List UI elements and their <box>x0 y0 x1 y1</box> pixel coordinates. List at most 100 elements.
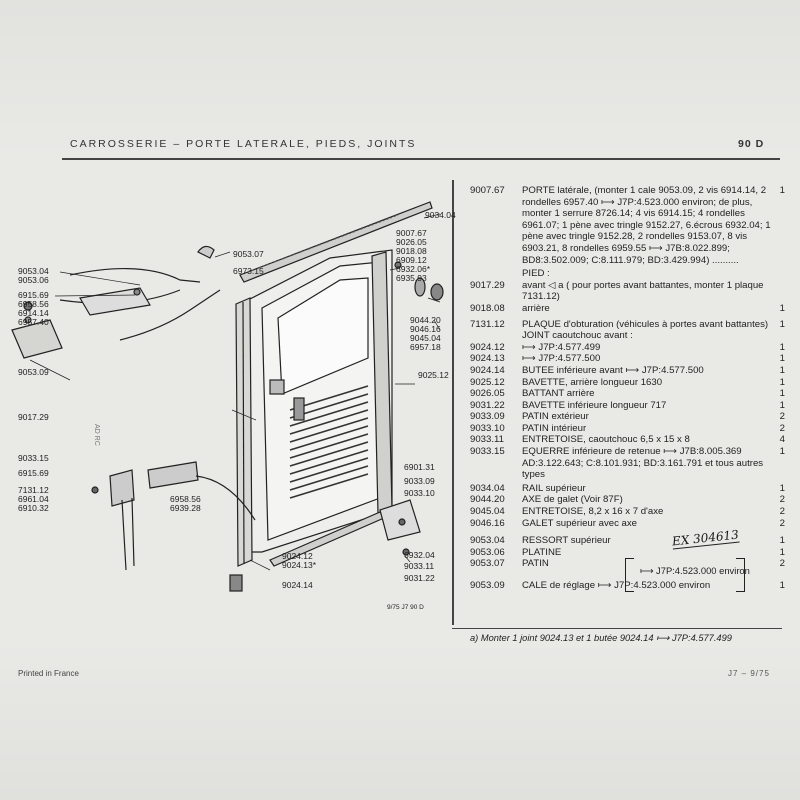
label-9033-10: 9033.10 <box>404 488 435 498</box>
part-desc: ⟼ J7P:4.577.499 <box>522 341 601 353</box>
label-9026-05: 9026.05 <box>396 237 427 247</box>
part-ref: 9033.10 <box>470 422 505 434</box>
label-9045-04: 9045.04 <box>410 333 441 343</box>
label-9024-13: 9024.13* <box>282 560 317 570</box>
footnote-rule <box>452 628 782 629</box>
part-ref: 9053.06 <box>470 546 505 558</box>
part-desc: PLATINE <box>522 546 562 558</box>
label-9025-12: 9025.12 <box>418 370 449 380</box>
part-qty: 2 <box>779 411 785 423</box>
label-9033-09: 9033.09 <box>404 476 435 486</box>
part-ref: 9024.14 <box>470 364 505 376</box>
group-bracket-right <box>736 558 745 592</box>
section-title: CARROSSERIE – PORTE LATERALE, PIEDS, JOI… <box>70 138 417 150</box>
part-qty: 1 <box>779 482 785 494</box>
part-desc: PATIN intérieur <box>522 422 587 434</box>
label-9034-04: 9034.04 <box>425 210 456 220</box>
part-qty: 1 <box>779 185 785 196</box>
part-ref: 9053.07 <box>470 558 505 570</box>
list-item: 9033.10 PATIN intérieur 2 <box>470 423 785 435</box>
list-item: 9017.29 avant ◁ a ( pour portes avant bat… <box>470 280 785 303</box>
part-qty: 1 <box>779 446 785 458</box>
part-ref: 9026.05 <box>470 388 505 400</box>
footnote: a) Monter 1 joint 9024.13 et 1 butée 902… <box>470 633 732 643</box>
label-9024-12: 9024.12 <box>282 551 313 561</box>
part-qty: 2 <box>779 422 785 434</box>
part-desc: PATIN <box>522 558 549 570</box>
part-ref: 7131.12 <box>470 318 505 330</box>
group-bracket-left <box>625 558 634 592</box>
label-6932-04: 6932.04 <box>404 550 435 560</box>
parts-list: 9007.67 PORTE latérale, (monter 1 cale 90… <box>470 185 785 592</box>
label-9031-22: 9031.22 <box>404 573 435 583</box>
part-ref: 9017.29 <box>470 279 505 291</box>
header-rule <box>62 158 780 160</box>
part-ref: 9024.13 <box>470 353 505 365</box>
part-desc: PIED : <box>522 268 550 280</box>
label-9018-08: 9018.08 <box>396 246 427 256</box>
label-9053-07: 9053.07 <box>233 249 264 259</box>
part-qty: 1 <box>779 302 785 314</box>
part-desc: GALET supérieur avec axe <box>522 517 638 529</box>
page-number: 90 D <box>738 138 765 150</box>
part-desc: EQUERRE inférieure de retenue ⟼ J7B:8.00… <box>522 446 764 481</box>
label-6932-06: 6932.06* <box>396 264 431 274</box>
part-qty <box>771 268 785 280</box>
label-9053-09: 9053.09 <box>18 367 49 377</box>
label-6909-12: 6909.12 <box>396 255 427 265</box>
part-qty: 2 <box>779 506 785 518</box>
part-qty: 1 <box>779 341 785 353</box>
label-6935-93: 6935.93 <box>396 273 427 283</box>
part-ref: 9044.20 <box>470 494 505 506</box>
part-desc: BATTANT arrière <box>522 388 595 400</box>
part-ref: 9053.09 <box>470 580 505 591</box>
label-6961-04: 6961.04 <box>18 494 49 504</box>
label-9046-16: 9046.16 <box>410 324 441 334</box>
exploded-door-diagram <box>11 201 444 592</box>
side-mark: AD RC <box>93 424 100 446</box>
part-ref: 9034.04 <box>470 482 505 494</box>
label-9033-15: 9033.15 <box>18 453 49 463</box>
part-qty: 1 <box>779 535 785 547</box>
part-qty: 2 <box>779 558 785 570</box>
group-note: ⟼ J7P:4.523.000 environ <box>640 565 750 576</box>
part-desc: JOINT caoutchouc avant : <box>522 330 633 342</box>
part-ref: 9024.12 <box>470 341 505 353</box>
list-item: 9007.67 PORTE latérale, (monter 1 cale 90… <box>470 185 785 266</box>
page-ref: J7 – 9/75 <box>728 669 770 678</box>
part-ref: 9025.12 <box>470 376 505 388</box>
list-item: 9053.07 PATIN 2 <box>470 558 785 570</box>
label-6957-18: 6957.18 <box>410 342 441 352</box>
part-ref: 9007.67 <box>470 185 505 196</box>
part-qty: 1 <box>779 353 785 365</box>
part-qty: 2 <box>779 494 785 506</box>
part-desc: PORTE latérale, (monter 1 cale 9053.09, … <box>522 185 771 266</box>
part-ref: 9031.22 <box>470 399 505 411</box>
label-9024-14: 9024.14 <box>282 580 313 590</box>
label-6901-31: 6901.31 <box>404 462 435 472</box>
part-ref: 9033.15 <box>470 446 505 458</box>
label-7131-12: 7131.12 <box>18 485 49 495</box>
part-qty: 2 <box>779 517 785 529</box>
part-desc: CALE de réglage ⟼ J7P:4.523.000 environ <box>522 580 711 591</box>
label-6939-28: 6939.28 <box>170 503 201 513</box>
list-item: 9033.15 EQUERRE inférieure de retenue ⟼ J… <box>470 446 785 481</box>
label-9007-67: 9007.67 <box>396 228 427 238</box>
part-desc: PLAQUE d'obturation (véhicules à portes … <box>522 318 769 330</box>
part-desc: arrière <box>522 302 550 314</box>
part-ref: 9033.11 <box>470 434 504 446</box>
part-desc: avant ◁ a ( pour portes avant battantes,… <box>522 279 764 303</box>
part-ref: 9045.04 <box>470 506 505 518</box>
label-6915-69: 6915.69 <box>18 290 49 300</box>
part-qty: 1 <box>779 546 785 558</box>
label-9044-20: 9044.20 <box>410 315 441 325</box>
label-6910-32: 6910.32 <box>18 503 49 513</box>
label-6973-15: 6973.15 <box>233 266 264 276</box>
